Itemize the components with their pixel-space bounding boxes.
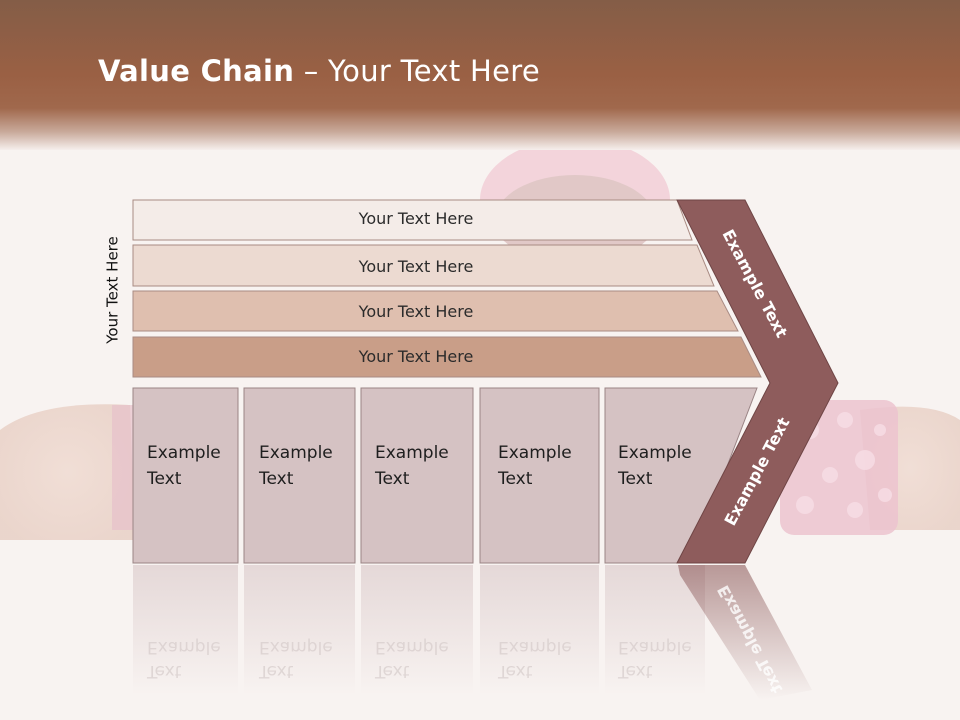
row-shape-1	[132, 199, 693, 241]
row-shape-2	[132, 244, 715, 287]
box-label-line1: Example	[259, 443, 333, 463]
box-reflection	[361, 565, 473, 695]
chevron-reflection	[678, 565, 812, 700]
row-label-1: Your Text Here	[358, 209, 474, 228]
title-bold: Value Chain	[98, 54, 295, 88]
row-shape-3	[132, 290, 739, 332]
margin-chevron	[676, 199, 839, 564]
box-shape-1	[132, 387, 239, 564]
photo-left-arm	[0, 404, 135, 540]
box-reflection	[480, 565, 599, 695]
box-label-line1: Example	[498, 443, 572, 463]
row-label-2: Your Text Here	[358, 257, 474, 276]
side-label: Your Text Here	[103, 236, 122, 344]
box-label-line2: Text	[259, 469, 294, 489]
title-bar	[0, 0, 960, 150]
box-label-line2: Text	[618, 469, 653, 489]
box-shape-3	[360, 387, 474, 564]
box-label-line1: Example	[618, 443, 692, 463]
box-shape-4	[479, 387, 600, 564]
title-rest: – Your Text Here	[294, 54, 540, 88]
box-label-line1: Example	[375, 443, 449, 463]
row-label-4: Your Text Here	[358, 347, 474, 366]
box-label-line2: Text	[375, 469, 410, 489]
row-shape-4	[132, 336, 762, 378]
row-label-3: Your Text Here	[358, 302, 474, 321]
box-label-line1: Example	[147, 443, 221, 463]
box-label-line2: Text	[147, 469, 182, 489]
box-reflection	[244, 565, 355, 695]
reflection-group	[133, 565, 812, 700]
page-title: Value Chain – Your Text Here	[98, 54, 540, 88]
photo-flowers	[796, 412, 892, 518]
box-shape-2	[243, 387, 356, 564]
box-reflection	[133, 565, 238, 695]
box-label-line2: Text	[498, 469, 533, 489]
